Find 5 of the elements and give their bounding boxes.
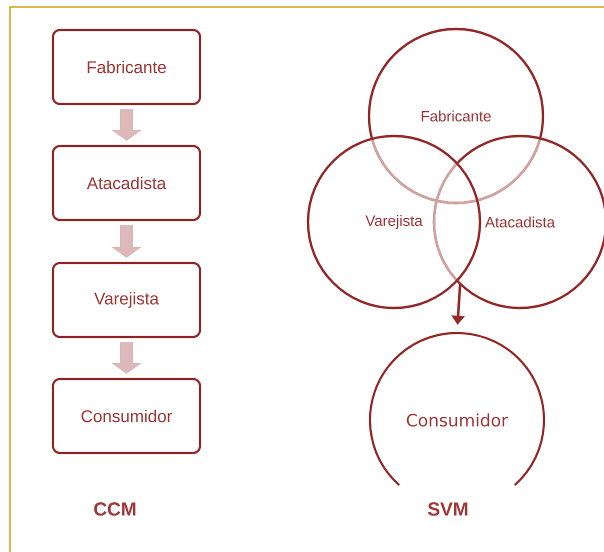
process-box: Consumidor xyxy=(52,378,202,454)
process-box: Atacadista xyxy=(52,144,202,222)
process-box: Varejista xyxy=(52,262,202,338)
process-box: Fabricante xyxy=(52,28,202,106)
panel-label: CCM xyxy=(94,502,136,516)
